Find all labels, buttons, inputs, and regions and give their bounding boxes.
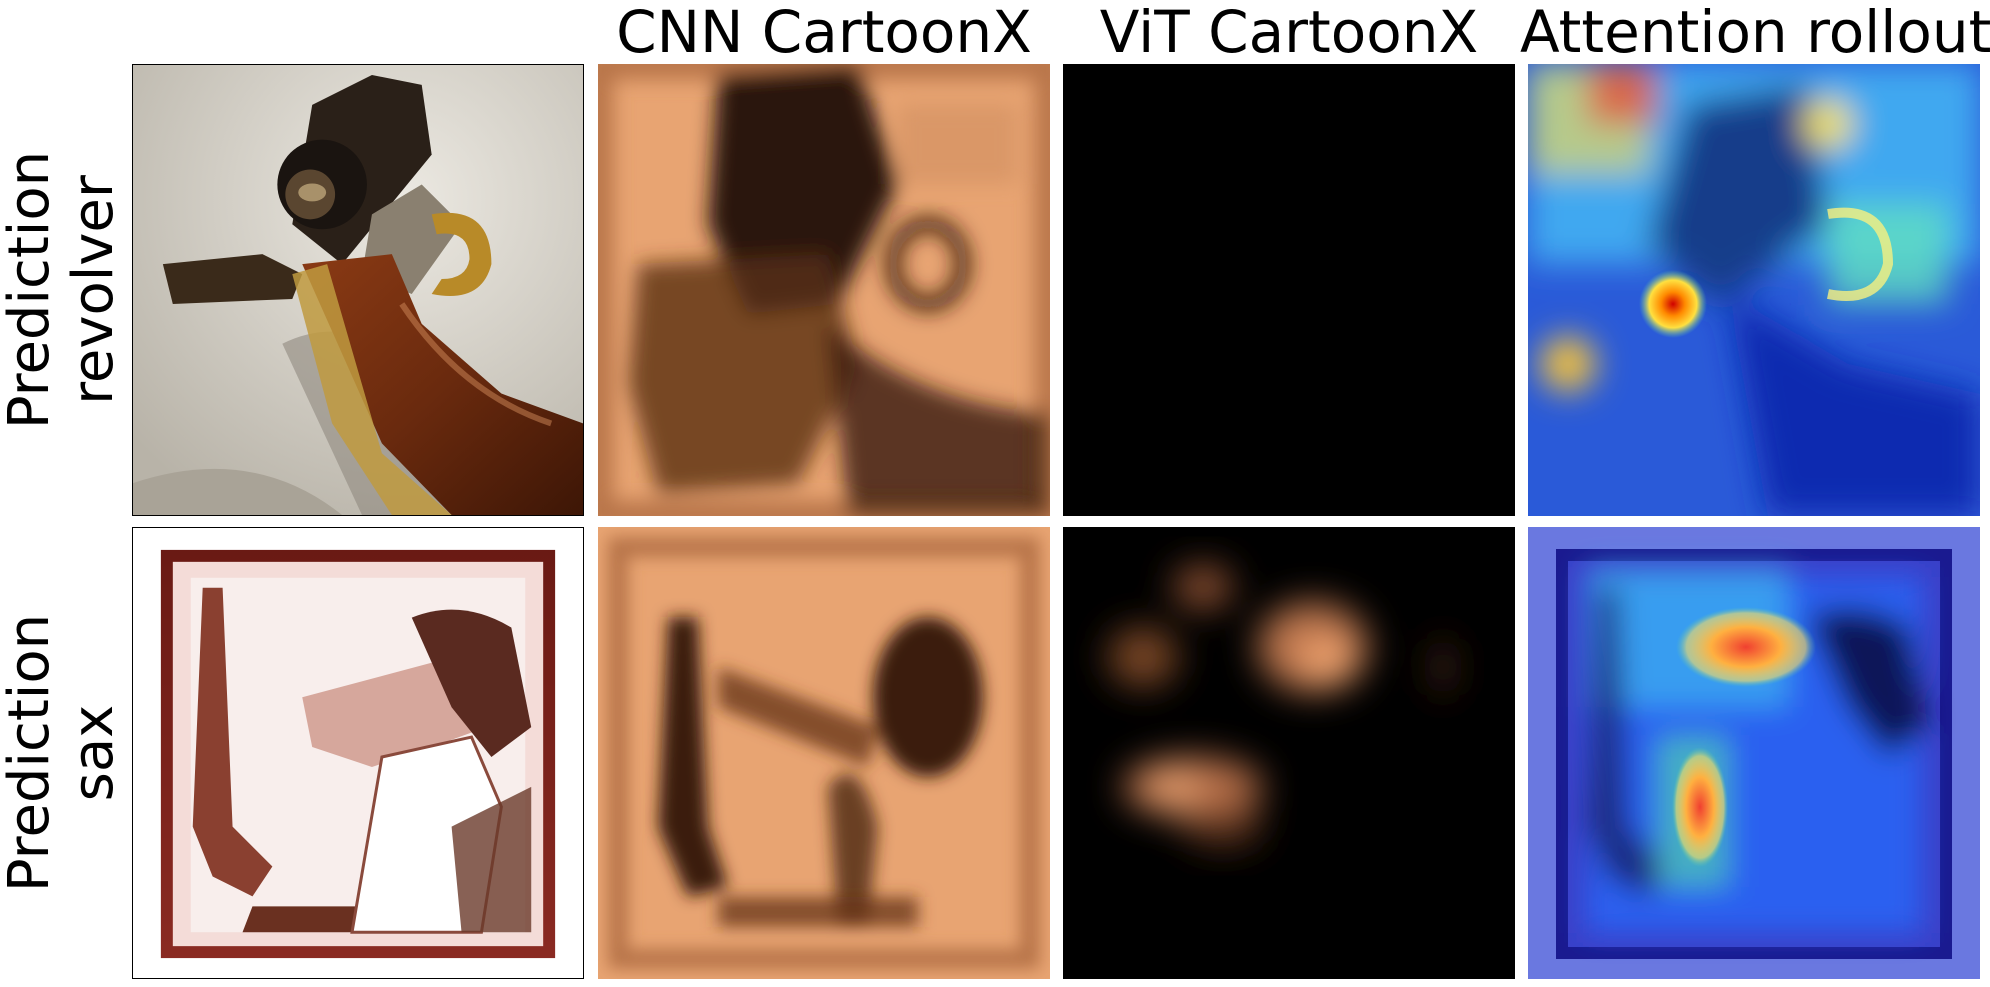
input-image-sax — [132, 527, 584, 979]
row-label-sax: Prediction sax — [0, 527, 127, 979]
attention-rollout-revolver — [1528, 64, 1980, 516]
column-title-vit-cartoonx: ViT CartoonX — [1099, 0, 1479, 66]
column-title-cnn-cartoonx: CNN CartoonX — [616, 0, 1032, 66]
row-label-class-text: revolver — [61, 175, 127, 405]
row-label-class-text: sax — [61, 704, 127, 802]
row-label-revolver: Prediction revolver — [0, 64, 127, 516]
cnn-cartoonx-revolver — [598, 64, 1050, 516]
column-title-attention-rollout: Attention rollout — [1520, 0, 1990, 66]
vit-cartoonx-revolver — [1063, 64, 1515, 516]
cnn-cartoonx-sax — [598, 527, 1050, 979]
attention-rollout-sax — [1528, 527, 1980, 979]
row-label-prediction-text: Prediction — [0, 613, 63, 893]
vit-cartoonx-sax — [1063, 527, 1515, 979]
row-label-prediction-text: Prediction — [0, 150, 63, 430]
input-image-revolver — [132, 64, 584, 516]
